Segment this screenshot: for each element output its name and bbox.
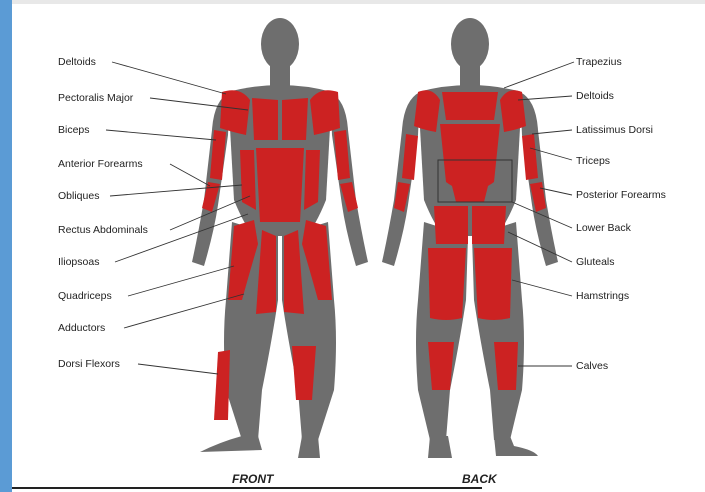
label-quadriceps: Quadriceps — [58, 290, 112, 302]
label-iliopsoas: Iliopsoas — [58, 256, 99, 268]
label-deltoids-front: Deltoids — [58, 56, 96, 68]
label-lower-back: Lower Back — [576, 222, 631, 234]
back-caption: BACK — [462, 472, 497, 486]
label-pectoralis-major: Pectoralis Major — [58, 92, 133, 104]
label-latissimus-dorsi: Latissimus Dorsi — [576, 124, 653, 136]
front-figure — [192, 18, 368, 458]
label-rectus-abdominals: Rectus Abdominals — [58, 224, 148, 236]
back-figure — [382, 18, 558, 458]
label-triceps: Triceps — [576, 155, 610, 167]
label-biceps: Biceps — [58, 124, 90, 136]
label-hamstrings: Hamstrings — [576, 290, 629, 302]
label-obliques: Obliques — [58, 190, 99, 202]
label-anterior-forearms: Anterior Forearms — [58, 158, 143, 170]
front-caption: FRONT — [232, 472, 273, 486]
label-posterior-forearms: Posterior Forearms — [576, 189, 666, 201]
label-calves: Calves — [576, 360, 608, 372]
label-adductors: Adductors — [58, 322, 105, 334]
label-dorsi-flexors: Dorsi Flexors — [58, 358, 120, 370]
label-gluteals: Gluteals — [576, 256, 615, 268]
label-trapezius: Trapezius — [576, 56, 622, 68]
bottom-rule — [12, 487, 482, 489]
label-deltoids-back: Deltoids — [576, 90, 614, 102]
